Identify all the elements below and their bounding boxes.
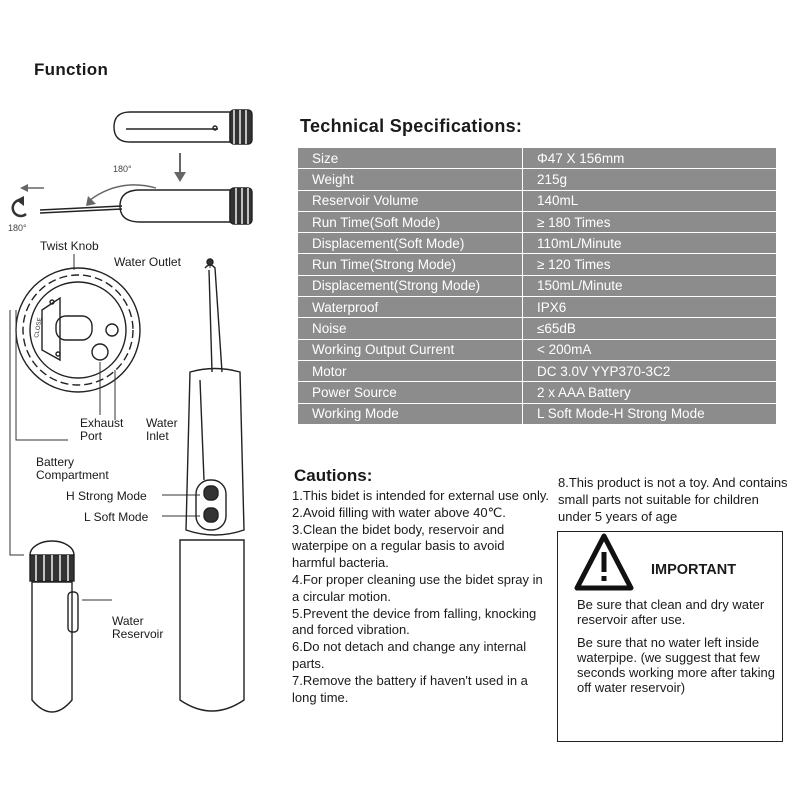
spec-key: Displacement(Soft Mode) bbox=[298, 232, 523, 255]
spec-row: Run Time(Soft Mode)≥ 180 Times bbox=[298, 211, 776, 234]
caution-item: 7.Remove the battery if haven't used in … bbox=[292, 672, 528, 705]
spec-key: Reservoir Volume bbox=[298, 190, 523, 212]
bidet-body-image bbox=[179, 258, 245, 712]
cautions-title: Cautions: bbox=[294, 466, 373, 485]
spec-value: 110mL/Minute bbox=[522, 232, 776, 255]
caution-item-8: 8.This product is not a toy. And contain… bbox=[558, 475, 788, 524]
spec-value: 2 x AAA Battery bbox=[522, 381, 776, 404]
function-title: Function bbox=[34, 60, 109, 79]
spec-key: Noise bbox=[298, 317, 523, 340]
spec-key: Power Source bbox=[298, 381, 523, 404]
caution-item: 5.Prevent the device from falling, knock… bbox=[292, 605, 537, 638]
twist-knob-label: Twist Knob bbox=[40, 239, 99, 253]
spec-value: IPX6 bbox=[522, 296, 776, 319]
spec-key: Displacement(Strong Mode) bbox=[298, 275, 523, 298]
spec-row: Displacement(Strong Mode)150mL/Minute bbox=[298, 275, 776, 298]
spec-key: Waterproof bbox=[298, 296, 523, 319]
spec-title: Technical Specifications: bbox=[300, 116, 523, 136]
spec-value: 150mL/Minute bbox=[522, 275, 776, 298]
important-label: IMPORTANT bbox=[651, 562, 737, 578]
spec-key: Weight bbox=[298, 168, 523, 191]
caution-item: 6.Do not detach and change any internal … bbox=[292, 639, 527, 671]
soft-mode-label: L Soft Mode bbox=[84, 510, 149, 524]
spec-key: Working Mode bbox=[298, 403, 523, 425]
spec-value: 215g bbox=[522, 168, 776, 191]
bidet-closed-image bbox=[113, 109, 253, 145]
spec-value: ≥ 120 Times bbox=[522, 253, 776, 276]
spec-key: Working Output Current bbox=[298, 339, 523, 361]
spec-value: ≤65dB bbox=[522, 317, 776, 340]
rotate-icon bbox=[11, 196, 27, 218]
leader-lines bbox=[9, 254, 211, 601]
spec-row: Displacement(Soft Mode)110mL/Minute bbox=[298, 232, 776, 255]
caution-item: 2.Avoid filling with water above 40℃. bbox=[292, 504, 506, 520]
caution-list: 1.This bidet is intended for external us… bbox=[292, 488, 550, 706]
spec-key: Motor bbox=[298, 360, 523, 383]
water-reservoir-image bbox=[29, 540, 79, 713]
spec-row: Working Output Current< 200mA bbox=[298, 339, 776, 361]
caution-item: 4.For proper cleaning use the bidet spra… bbox=[292, 571, 543, 604]
important-box bbox=[557, 531, 783, 742]
spec-value: L Soft Mode-H Strong Mode bbox=[522, 403, 776, 425]
spec-value: < 200mA bbox=[522, 339, 776, 361]
spec-row: Run Time(Strong Mode)≥ 120 Times bbox=[298, 253, 776, 276]
important-text-1: Be sure that clean and dry water reservo… bbox=[577, 597, 765, 627]
caution-item: 3.Clean the bidet body, reservoir and wa… bbox=[292, 521, 505, 571]
caution-item: 1.This bidet is intended for external us… bbox=[292, 488, 550, 503]
knob-mark-label: CLOSE bbox=[34, 317, 43, 338]
arrow-left-icon bbox=[20, 184, 44, 192]
bidet-open-image bbox=[39, 184, 253, 225]
rotate-label-left: 180° bbox=[8, 223, 27, 233]
arrow-down-icon bbox=[174, 153, 186, 182]
rotate-label-top: 180° bbox=[113, 164, 132, 174]
spec-key: Run Time(Soft Mode) bbox=[298, 211, 523, 234]
warning-icon bbox=[574, 533, 634, 591]
strong-mode-label: H Strong Mode bbox=[66, 489, 147, 503]
spec-key: Size bbox=[298, 148, 523, 170]
spec-key: Run Time(Strong Mode) bbox=[298, 253, 523, 276]
important-text-2: Be sure that no water left inside waterp… bbox=[577, 635, 775, 695]
spec-value: DC 3.0V YYP370-3C2 bbox=[522, 360, 776, 383]
spec-value: ≥ 180 Times bbox=[522, 211, 776, 234]
spec-row: Noise≤65dB bbox=[298, 317, 776, 340]
water-outlet-label: Water Outlet bbox=[114, 255, 182, 269]
spec-value: 140mL bbox=[522, 190, 776, 212]
spec-value: Φ47 X 156mm bbox=[522, 148, 776, 170]
